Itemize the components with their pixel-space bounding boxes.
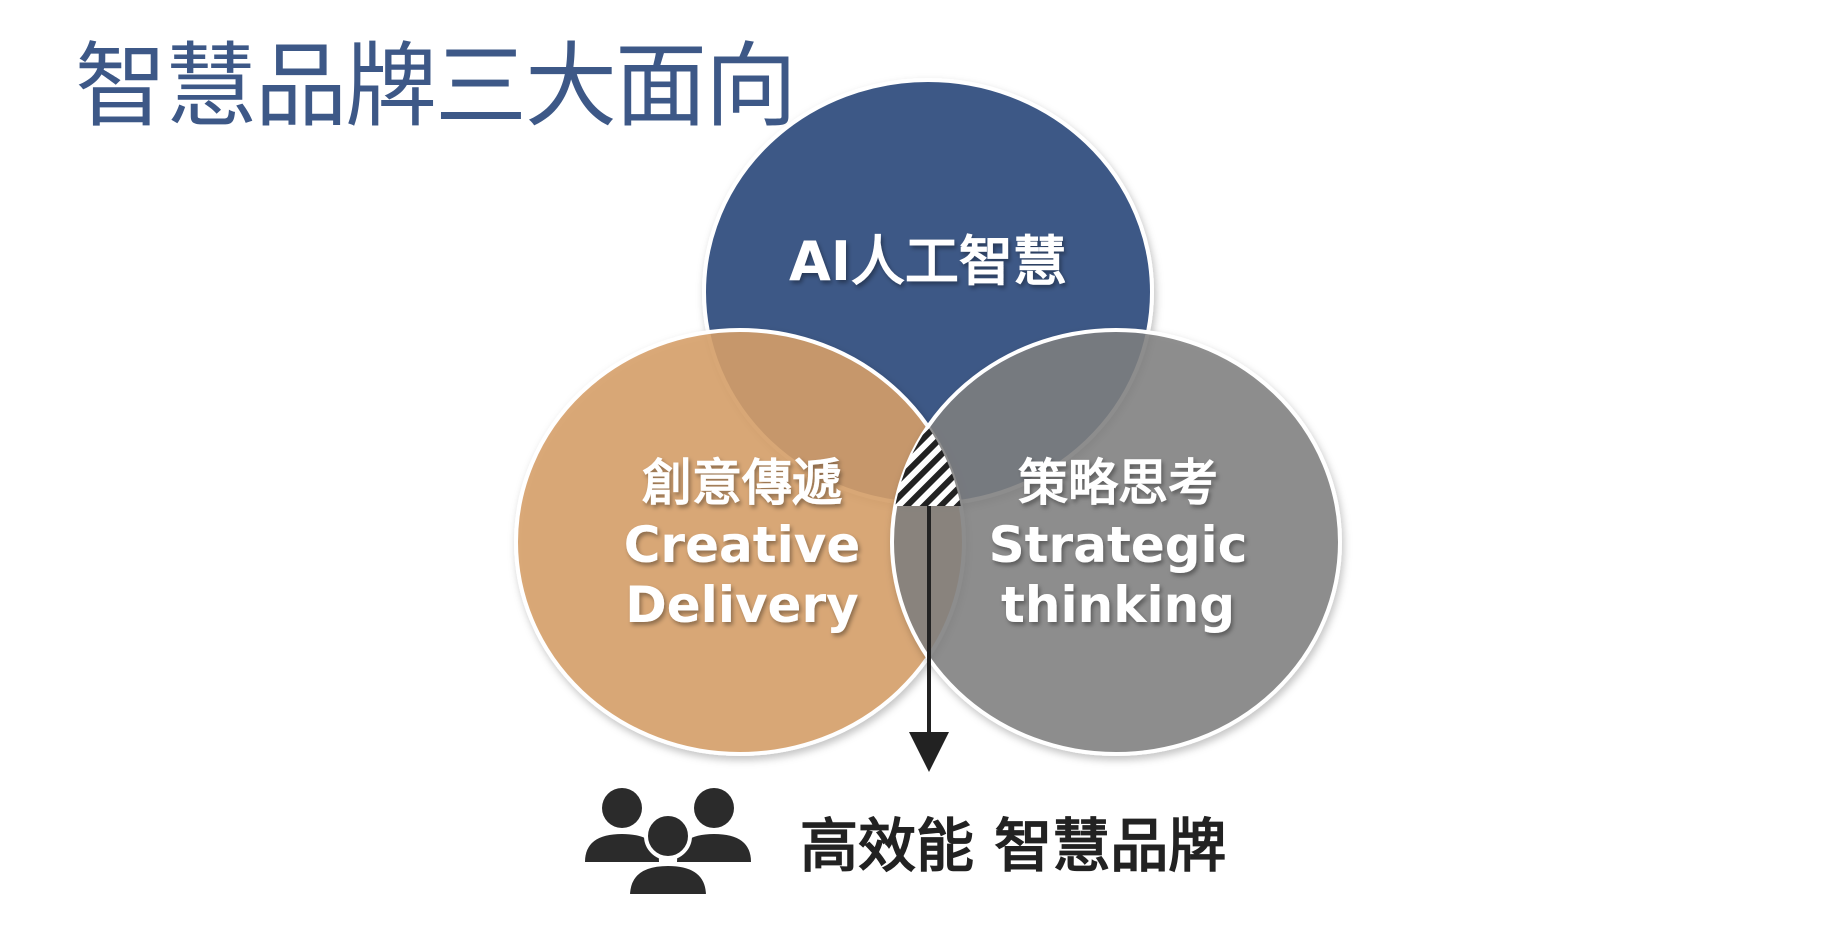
result-label: 高效能 智慧品牌 [800, 812, 1226, 880]
creative-label-zh: 創意傳遞 [642, 454, 843, 512]
overlap-hatch-region [893, 420, 964, 506]
strategic-circle [890, 328, 1342, 756]
strategic-label-en-2: thinking [1001, 576, 1235, 634]
creative-label-en-2: Delivery [625, 576, 858, 634]
strategic-label-zh: 策略思考 [1018, 454, 1218, 512]
strategic-label-en-1: Strategic [989, 516, 1248, 574]
page-title: 智慧品牌三大面向 [75, 33, 797, 140]
creative-label-en-1: Creative [624, 516, 861, 574]
people-group-icon [585, 788, 751, 898]
ai-circle-label: AI人工智慧 [789, 230, 1067, 293]
